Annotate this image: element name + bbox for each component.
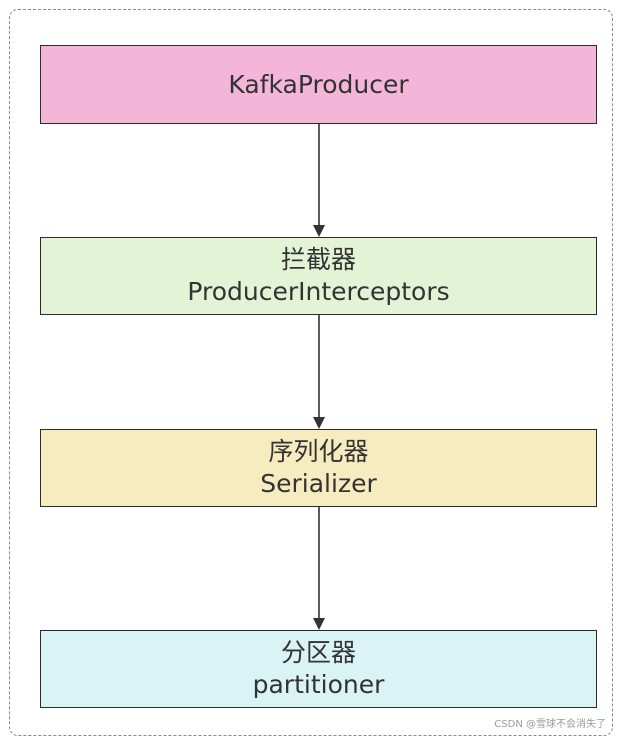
node-producer-interceptors-title: 拦截器 — [280, 245, 356, 274]
node-producer-interceptors-subtitle: ProducerInterceptors — [187, 277, 450, 306]
node-serializer: 序列化器 Serializer — [40, 429, 597, 507]
diagram-frame — [9, 9, 613, 736]
node-producer-interceptors: 拦截器 ProducerInterceptors — [40, 237, 597, 315]
node-partitioner-subtitle: partitioner — [252, 670, 385, 699]
node-kafka-producer-label: KafkaProducer — [228, 69, 409, 99]
node-partitioner: 分区器 partitioner — [40, 630, 597, 708]
node-serializer-title: 序列化器 — [268, 437, 369, 466]
node-kafka-producer: KafkaProducer — [40, 45, 597, 124]
node-serializer-subtitle: Serializer — [260, 469, 377, 498]
watermark: CSDN @雪球不会消失了 — [494, 719, 606, 730]
node-partitioner-title: 分区器 — [280, 638, 356, 667]
